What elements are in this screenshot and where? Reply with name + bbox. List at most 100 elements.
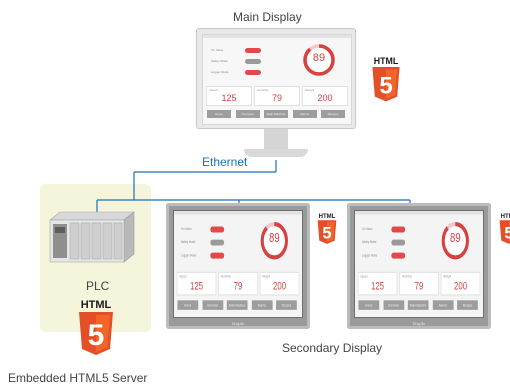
hmi-value-number: 200 xyxy=(317,93,333,103)
hmi-toggle-row: On Value xyxy=(361,226,414,233)
hmi-nav-button[interactable]: Overview xyxy=(235,110,260,118)
hmi-nav-button[interactable]: Alarms xyxy=(251,300,273,310)
badge-text: HTML xyxy=(319,214,336,220)
hmi-toggle-row: Safety Mode xyxy=(180,239,233,246)
badge-text: HTML xyxy=(374,56,399,66)
hmi-nav-button-label: Home xyxy=(214,112,223,116)
hmi-nav-button-label: Main Machine xyxy=(410,302,427,308)
hmi-nav-button-label: Recipes xyxy=(327,112,339,116)
hmi-toggle-switch[interactable] xyxy=(210,239,225,246)
hmi-nav-button-label: Alarms xyxy=(257,302,266,308)
hmi-toggle-row: Logger Mode xyxy=(180,252,233,259)
hmi-gauge-value: 89 xyxy=(269,231,280,246)
hmi-nav-button-label: Overview xyxy=(241,112,254,116)
secondary-display-label: Secondary Display xyxy=(282,341,383,355)
hmi-toggle-switch[interactable] xyxy=(245,48,261,53)
hmi-gauge-ring xyxy=(441,222,469,260)
hmi-value-number: 79 xyxy=(271,93,282,103)
hmi-nav-button[interactable]: Overview xyxy=(202,300,223,310)
hmi-toggle-row: Safety Mode xyxy=(361,239,414,246)
hmi-nav-button[interactable]: Home xyxy=(358,300,380,310)
hmi-toggle-label: On Value xyxy=(361,226,373,232)
hmi-nav-button-label: Overview xyxy=(388,302,399,308)
hmi-toggle-row: On Value xyxy=(211,48,271,53)
hmi-toggle-row: Logger Mode xyxy=(211,70,271,75)
hmi-value-label: Weight xyxy=(305,88,315,92)
hmi-nav-button[interactable]: Main Machine xyxy=(407,300,429,310)
hmi-nav-button[interactable]: Home xyxy=(177,300,199,310)
badge-number: 5 xyxy=(322,224,331,242)
hmi-value-label: Humidity xyxy=(257,88,269,92)
main-display-label: Main Display xyxy=(233,10,302,24)
hmi-nav-button[interactable]: Overview xyxy=(383,300,404,310)
hmi-nav-button-label: Home xyxy=(365,302,373,308)
hmi-nav-button[interactable]: Alarms xyxy=(432,300,454,310)
badge-text: HTML xyxy=(81,299,112,311)
hmi-toggle-label: On Value xyxy=(180,226,192,232)
badge-number: 5 xyxy=(88,319,105,352)
shield-highlight xyxy=(96,315,110,352)
hmi-toggle-row: On Value xyxy=(180,226,233,233)
hmi-toggle-switch[interactable] xyxy=(245,59,261,64)
html5-icon: HTML 5 xyxy=(317,214,337,244)
ethernet-label: Ethernet xyxy=(202,155,248,169)
hmi-value-label: Humidity xyxy=(220,274,231,279)
shield-highlight xyxy=(327,221,335,243)
display-brand-text: Maple xyxy=(412,321,426,326)
hmi-toggle-switch[interactable] xyxy=(210,226,225,233)
hmi-nav-button[interactable]: Recipes xyxy=(457,300,478,310)
hmi-nav-button[interactable]: Main Machine xyxy=(226,300,248,310)
hmi-toggle-switch[interactable] xyxy=(245,70,261,75)
html5-icon: HTML 5 xyxy=(372,56,400,102)
hmi-nav-button-label: Recipes xyxy=(281,302,292,308)
hmi-toggle-switch[interactable] xyxy=(391,252,406,259)
badge-text: HTML xyxy=(501,214,510,220)
hmi-value-number: 79 xyxy=(414,280,424,292)
hmi-toggle-row: Safety Mode xyxy=(211,59,271,64)
hmi-value-number: 125 xyxy=(370,280,384,292)
hmi-nav-button-label: Main Machine xyxy=(266,112,286,116)
display-brand-text: Maple xyxy=(231,321,245,326)
monitor-stand-base xyxy=(244,149,308,157)
hmi-value-label: Humidity xyxy=(401,274,412,279)
hmi-nav-button[interactable]: Recipes xyxy=(321,110,345,118)
gauge-arc xyxy=(441,222,469,260)
hmi-value-label: Weight xyxy=(262,274,271,279)
hmi-title-bar xyxy=(355,211,484,215)
hmi-toggle-switch[interactable] xyxy=(210,252,225,259)
hmi-nav-button-label: Alarms xyxy=(438,302,447,308)
html5-icon: HTML5 xyxy=(499,214,510,244)
hmi-gauge-value: 89 xyxy=(312,52,326,64)
hmi-nav-button[interactable]: Home xyxy=(207,110,231,118)
hmi-toggle-switch[interactable] xyxy=(391,239,406,246)
html5-icon: HTML 5 xyxy=(79,299,113,355)
hmi-value-label: Speed xyxy=(179,274,187,279)
hmi-value-number: 79 xyxy=(233,280,243,292)
hmi-toggle-label: Safety Mode xyxy=(361,239,377,245)
shield-shape xyxy=(499,220,510,244)
hmi-toggle-switch[interactable] xyxy=(391,226,406,233)
hmi-nav-button-label: Recipes xyxy=(462,302,473,308)
hmi-nav-button[interactable]: Alarms xyxy=(292,110,317,118)
hmi-toggle-label: Safety Mode xyxy=(180,239,196,245)
hmi-nav-button[interactable]: Recipes xyxy=(276,300,297,310)
plc-device-icon xyxy=(49,211,135,263)
badge-number: 5 xyxy=(379,72,392,99)
gauge-arc xyxy=(303,44,335,76)
hmi-title-bar xyxy=(203,35,351,38)
hmi-nav-button[interactable]: Main Machine xyxy=(264,110,288,118)
hmi-toggle-label: Logger Mode xyxy=(180,252,197,258)
hmi-nav-button-label: Overview xyxy=(207,302,218,308)
